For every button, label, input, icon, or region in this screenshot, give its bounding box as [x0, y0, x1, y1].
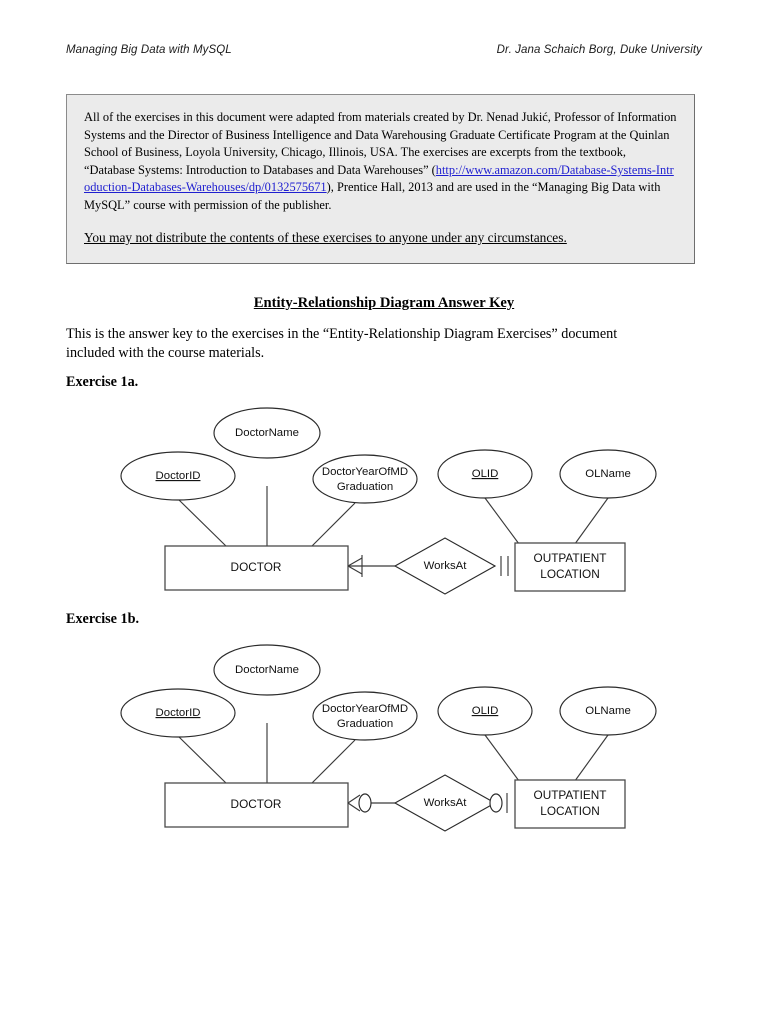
attribute-doctorname-label: DoctorName: [235, 664, 299, 676]
attribute-doctorid: DoctorID: [120, 688, 236, 738]
entity-location-label-line2: LOCATION: [540, 567, 599, 581]
attribute-doctorid: DoctorID: [120, 451, 236, 501]
attribute-doctoryear-label-line2: Graduation: [337, 718, 393, 730]
relationship-worksat: WorksAt: [393, 774, 497, 832]
attribute-olname-label: OLName: [585, 705, 631, 717]
disclaimer-box: All of the exercises in this document we…: [66, 94, 695, 265]
attribute-olname: OLName: [559, 686, 657, 736]
relationship-worksat-label: WorksAt: [424, 797, 468, 809]
attribute-doctorname: DoctorName: [213, 407, 321, 459]
line-olname: [571, 734, 609, 786]
attribute-olid-label: OLID: [472, 705, 499, 717]
line-doctoryear: [309, 739, 356, 786]
entity-doctor: DOCTOR: [164, 782, 349, 828]
entity-outpatient-location: OUTPATIENT LOCATION: [514, 542, 626, 592]
cardinality-location-zero-or-one: [489, 793, 508, 813]
cardinality-doctor-one-or-many: [347, 555, 363, 577]
attribute-olid-label: OLID: [472, 468, 499, 480]
disclaimer-warning-text: You may not distribute the contents of t…: [84, 229, 567, 245]
attribute-doctorname-label: DoctorName: [235, 427, 299, 439]
header-course-title: Managing Big Data with MySQL: [66, 44, 232, 56]
page-title: Entity-Relationship Diagram Answer Key: [0, 295, 768, 312]
amazon-textbook-link[interactable]: http://www.amazon.com/Database-Systems-I…: [84, 162, 674, 195]
entity-location-label-line1: OUTPATIENT: [534, 551, 607, 565]
attribute-doctoryear-label-line1: DoctorYearOfMD: [322, 466, 408, 478]
line-olid: [484, 734, 523, 786]
entity-doctor-label: DOCTOR: [231, 797, 282, 811]
attribute-doctoryear-label-line2: Graduation: [337, 481, 393, 493]
line-doctorid: [177, 498, 229, 549]
cardinality-doctor-zero-or-many: [347, 793, 372, 813]
attribute-doctorid-label: DoctorID: [156, 707, 201, 719]
page-header: Managing Big Data with MySQL Dr. Jana Sc…: [66, 44, 702, 56]
er-diagram-1b: DoctorID DoctorName DoctorYearOfMD Gradu…: [60, 635, 700, 835]
entity-location-label-line1: OUTPATIENT: [534, 788, 607, 802]
attribute-doctorname: DoctorName: [213, 644, 321, 696]
disclaimer-paragraph: All of the exercises in this document we…: [84, 109, 678, 215]
attribute-doctoryearofmdgraduation: DoctorYearOfMD Graduation: [312, 454, 418, 504]
attribute-doctorid-label: DoctorID: [156, 470, 201, 482]
line-olname: [571, 497, 609, 549]
attribute-olname: OLName: [559, 449, 657, 499]
attribute-doctoryearofmdgraduation: DoctorYearOfMD Graduation: [312, 691, 418, 741]
attribute-doctoryear-label-line1: DoctorYearOfMD: [322, 703, 408, 715]
attribute-olid: OLID: [437, 686, 533, 736]
disclaimer-text-part1: All of the exercises in this document we…: [84, 110, 677, 177]
line-olid: [484, 497, 523, 549]
entity-doctor-label: DOCTOR: [231, 560, 282, 574]
header-author: Dr. Jana Schaich Borg, Duke University: [496, 44, 702, 56]
entity-outpatient-location: OUTPATIENT LOCATION: [514, 779, 626, 829]
attribute-olname-label: OLName: [585, 468, 631, 480]
disclaimer-warning: You may not distribute the contents of t…: [84, 229, 678, 248]
entity-doctor: DOCTOR: [164, 545, 349, 591]
disclaimer-text-part2: ), Prentice Hall, 2013 and are used in t…: [84, 180, 661, 213]
attribute-olid: OLID: [437, 449, 533, 499]
intro-paragraph: This is the answer key to the exercises …: [66, 326, 618, 362]
cardinality-location-exactly-one: [500, 556, 509, 576]
entity-location-label-line2: LOCATION: [540, 804, 599, 818]
relationship-worksat-label: WorksAt: [424, 560, 468, 572]
er-diagram-1a: DoctorID DoctorName DoctorYearOfMD Gradu…: [60, 398, 700, 598]
line-doctorid: [177, 735, 229, 786]
exercise-1a-heading: Exercise 1a.: [66, 374, 139, 390]
exercise-1b-heading: Exercise 1b.: [66, 611, 140, 627]
page-title-text: Entity-Relationship Diagram Answer Key: [253, 295, 515, 311]
line-doctoryear: [309, 502, 356, 549]
relationship-worksat: WorksAt: [393, 537, 497, 595]
